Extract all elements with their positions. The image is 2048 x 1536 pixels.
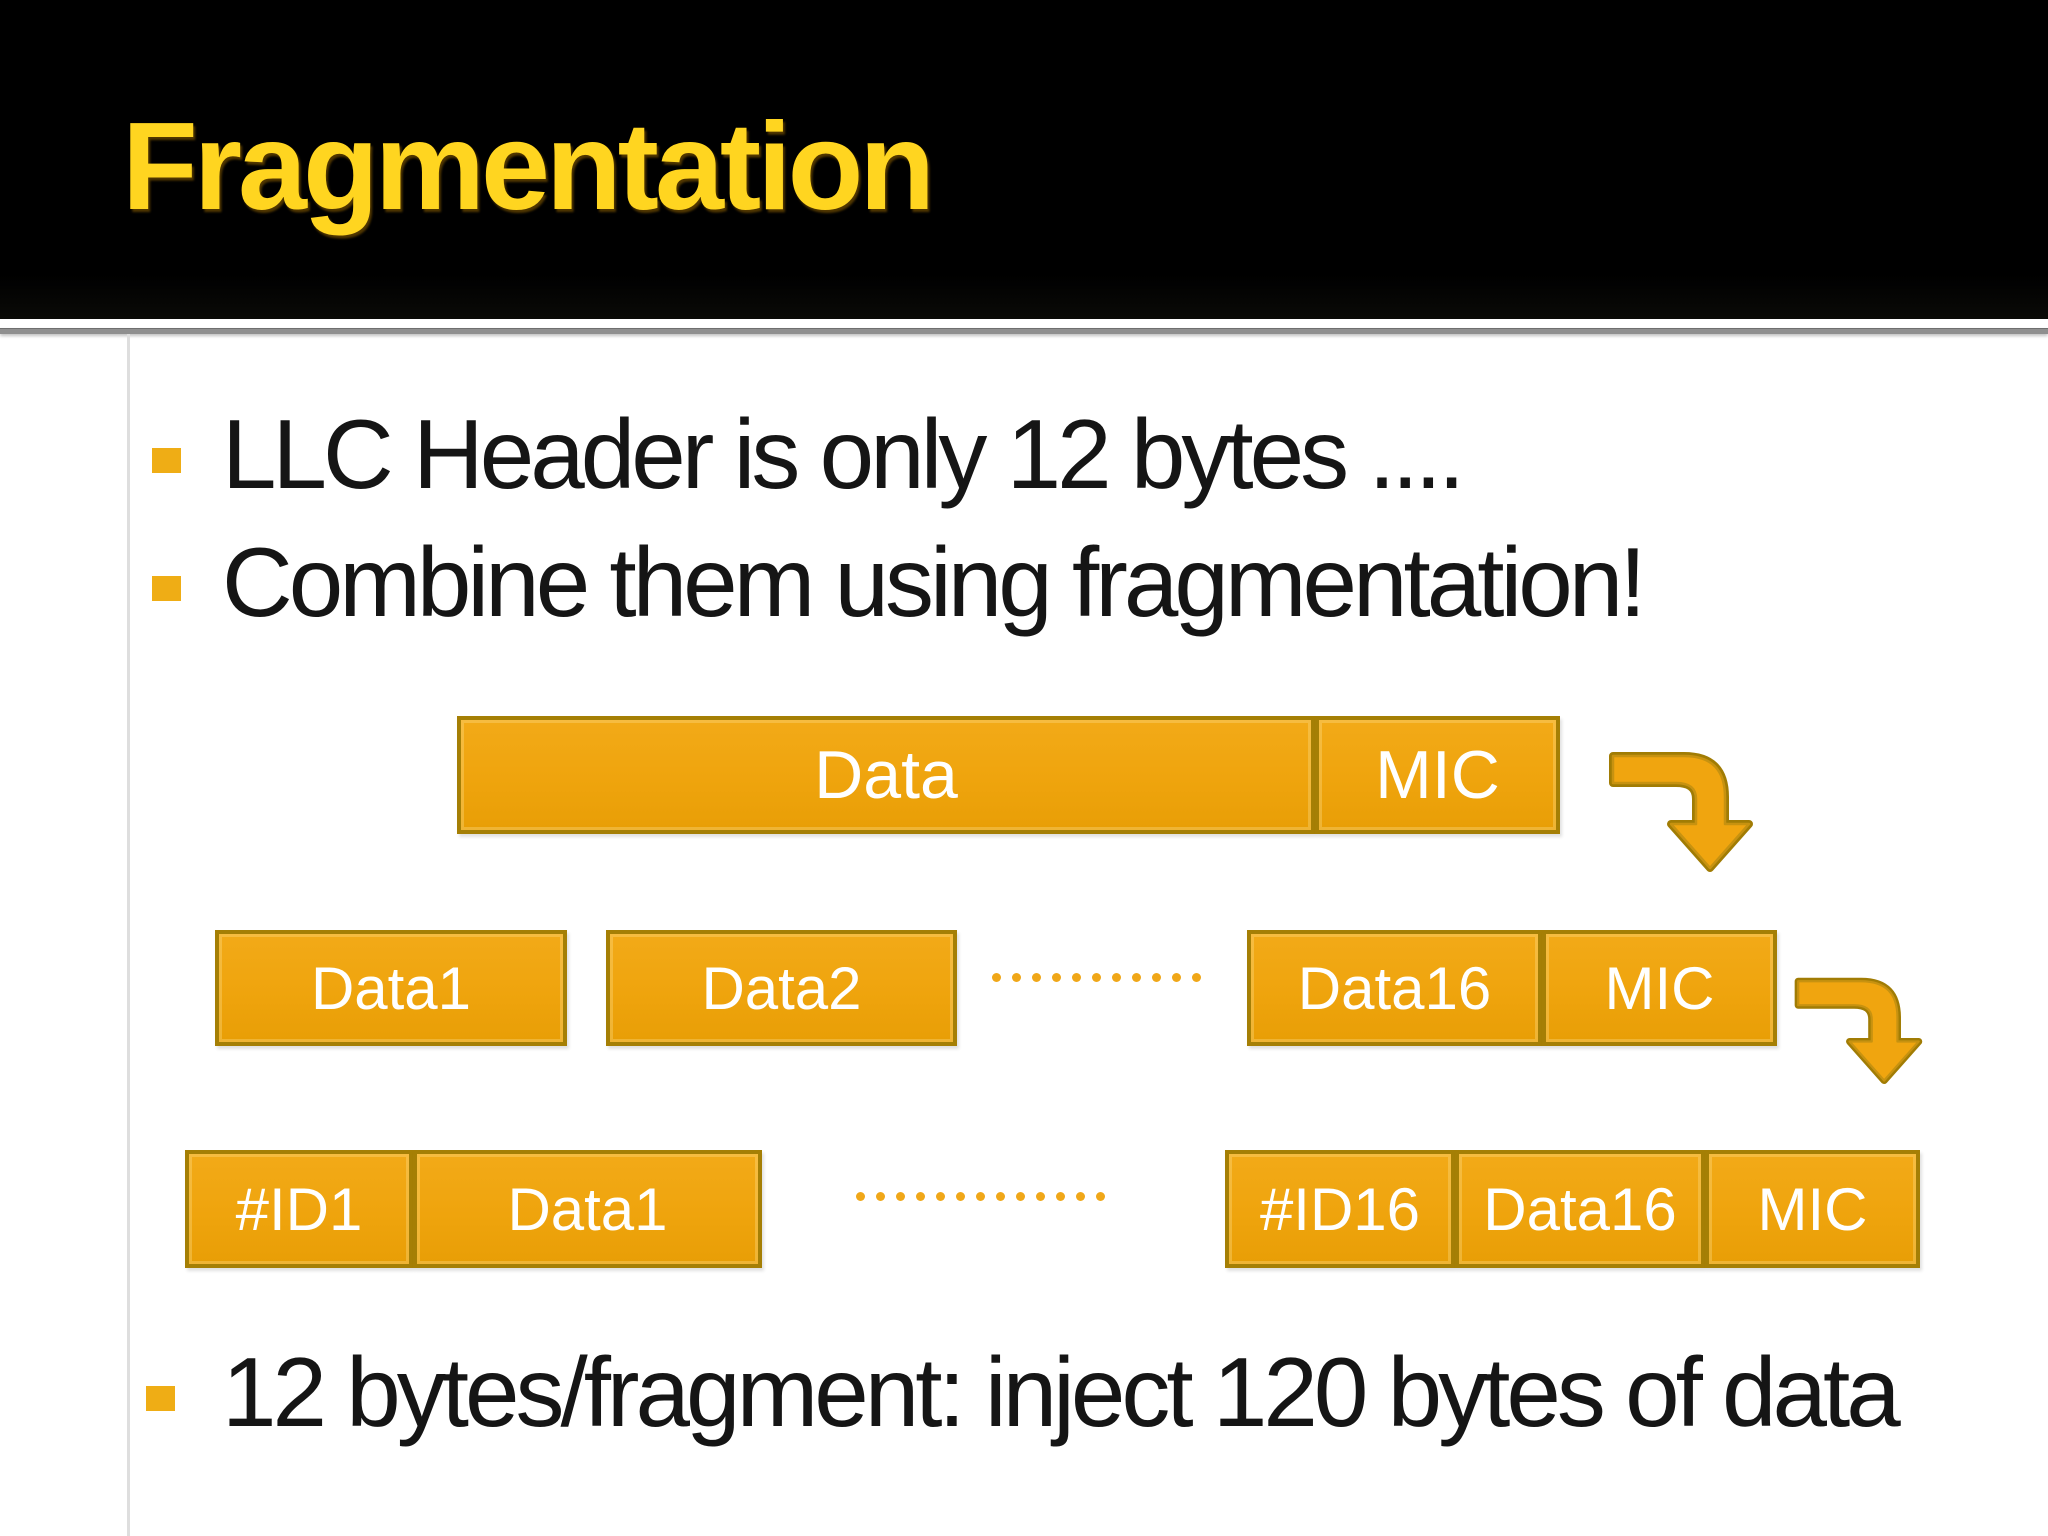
ellipsis-dots — [992, 973, 1201, 982]
header-divider-line — [0, 328, 2048, 334]
elbow-arrow-down-icon — [1609, 752, 1753, 872]
box-id16: #ID16 — [1225, 1150, 1455, 1268]
box-data16: Data16 — [1247, 930, 1542, 1046]
bullet-text: LLC Header is only 12 bytes .... — [222, 399, 1465, 509]
ellipsis-dots — [856, 1192, 1105, 1201]
box-mic: MIC — [1315, 716, 1560, 834]
bullet-square-icon — [152, 448, 181, 473]
bullet-square-icon — [146, 1386, 175, 1411]
box-mic: MIC — [1542, 930, 1777, 1046]
box-id1: #ID1 — [185, 1150, 413, 1268]
bullet-text: Combine them using fragmentation! — [222, 527, 1646, 637]
title-band: Fragmentation — [0, 0, 2048, 319]
box-data1: Data1 — [413, 1150, 762, 1268]
box-data2: Data2 — [606, 930, 957, 1046]
box-mic: MIC — [1705, 1150, 1920, 1268]
left-margin-line — [127, 334, 130, 1536]
bullet-text: 12 bytes/fragment: inject 120 bytes of d… — [222, 1337, 1901, 1447]
box-data1: Data1 — [215, 930, 567, 1046]
box-data: Data — [457, 716, 1315, 834]
elbow-arrow-down-icon — [1794, 977, 1923, 1085]
bullet-square-icon — [152, 576, 181, 601]
page-title: Fragmentation — [122, 98, 935, 236]
box-data16: Data16 — [1455, 1150, 1705, 1268]
